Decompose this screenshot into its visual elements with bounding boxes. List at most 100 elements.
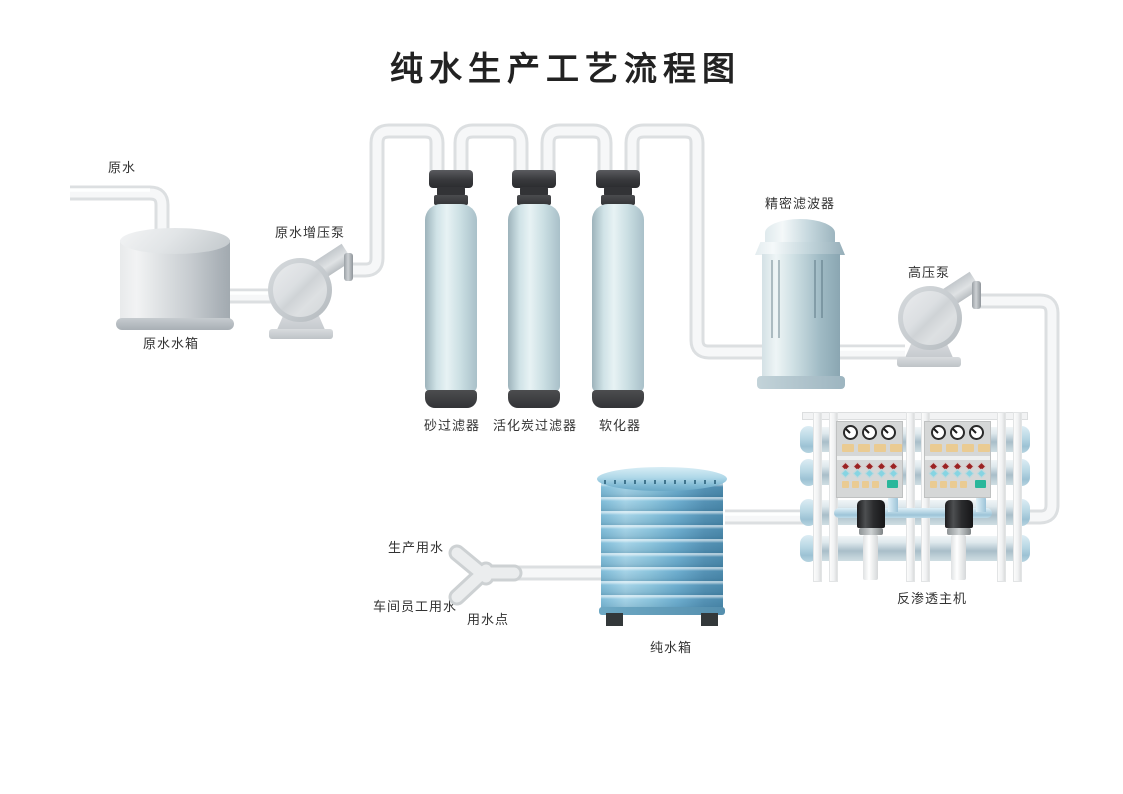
- raw-water-tank-rim: [116, 318, 234, 330]
- panel-button: [861, 480, 869, 488]
- label-softener: 软化器: [598, 419, 642, 434]
- vessel-cap: [596, 170, 640, 188]
- ro-permeate-pipe: [834, 508, 992, 518]
- pressure-gauge-icon: [843, 425, 858, 440]
- panel-button: [939, 480, 947, 488]
- ro-motor: [945, 500, 973, 528]
- ro-permeate-elbow: [888, 496, 898, 512]
- label-ro-unit: 反渗透主机: [896, 592, 968, 607]
- vessel-neck: [604, 187, 632, 196]
- label-precision-filter: 精密滤波器: [764, 197, 836, 212]
- pressure-gauge-icon: [862, 425, 877, 440]
- pressure-gauge-icon: [950, 425, 965, 440]
- ro-frame-post: [997, 412, 1006, 582]
- ro-control-panel: [924, 421, 991, 498]
- booster-pump-flange: [344, 253, 353, 281]
- label-water-use-point: 用水点: [466, 613, 510, 628]
- carbon-filter-vessel: [508, 168, 560, 408]
- vessel-cap: [512, 170, 556, 188]
- pressure-gauge-icon: [969, 425, 984, 440]
- vessel-cap: [429, 170, 473, 188]
- panel-button: [978, 444, 990, 452]
- tube-end-cap: [800, 459, 817, 486]
- panel-button: [959, 480, 967, 488]
- panel-button: [946, 444, 958, 452]
- ro-membrane-tube: [800, 535, 1030, 562]
- vessel-base: [425, 390, 477, 408]
- ro-motor-ring: [947, 528, 971, 535]
- ro-motor-pipe: [863, 535, 878, 580]
- indicator-row-red: [925, 461, 990, 472]
- ro-motor-pipe: [951, 535, 966, 580]
- raw-booster-pump: [268, 258, 332, 322]
- vessel-neck: [434, 195, 468, 205]
- label-high-pressure-pump: 高压泵: [907, 266, 951, 281]
- panel-button: [962, 444, 974, 452]
- panel-button: [842, 480, 849, 488]
- ro-unit: [800, 410, 1030, 585]
- pure-water-tank: [597, 467, 727, 626]
- softener-vessel: [592, 168, 644, 408]
- precision-filter-flange: [755, 242, 845, 255]
- pure-tank-lid: [597, 467, 727, 491]
- button-row: [925, 442, 990, 452]
- gauge-row: [837, 422, 902, 442]
- panel-button: [930, 444, 942, 452]
- label-raw-booster-pump: 原水增压泵: [274, 226, 346, 241]
- button-row-small: [837, 476, 902, 488]
- ro-control-panel: [836, 421, 903, 498]
- vessel-neck: [517, 195, 551, 205]
- raw-water-tank: [120, 240, 230, 326]
- vessel-neck: [437, 187, 465, 196]
- panel-button: [890, 444, 902, 452]
- pure-tank-foot: [701, 613, 718, 626]
- indicator-row-cyan: [925, 468, 990, 479]
- booster-pump-disc: [273, 263, 327, 317]
- ro-frame-post: [813, 412, 822, 582]
- raw-water-tank-lid: [120, 228, 230, 254]
- teal-display: [974, 480, 986, 488]
- page-title: 纯水生产工艺流程图: [390, 49, 741, 88]
- button-row: [837, 442, 902, 452]
- vessel-neck: [601, 195, 635, 205]
- tube-end-cap: [800, 426, 817, 453]
- label-sand-filter: 砂过滤器: [423, 419, 481, 434]
- pure-tank-foot: [606, 613, 623, 626]
- label-raw-water: 原水: [107, 161, 137, 176]
- tube-end-cap: [800, 499, 817, 526]
- vessel-seam: [814, 260, 816, 318]
- hp-pump-flange: [972, 281, 981, 309]
- panel-button: [858, 444, 870, 452]
- panel-button: [871, 480, 879, 488]
- vessel-base: [508, 390, 560, 408]
- indicator-row-cyan: [837, 468, 902, 479]
- label-staff-water: 车间员工用水: [372, 600, 458, 615]
- vessel-seam: [821, 260, 823, 318]
- vessel-neck: [520, 187, 548, 196]
- precision-filter-vessel: [762, 254, 840, 378]
- indicator-row-red: [837, 461, 902, 472]
- vessel-body: [508, 204, 560, 392]
- ro-permeate-elbow: [976, 496, 986, 512]
- pure-tank-rim: [599, 607, 725, 615]
- hp-pump-base: [897, 357, 961, 367]
- pure-tank-body: [601, 483, 723, 609]
- high-pressure-pump: [898, 286, 962, 350]
- panel-button: [949, 480, 957, 488]
- vessel-body: [425, 204, 477, 392]
- precision-filter-base: [757, 376, 845, 389]
- label-production-water: 生产用水: [387, 541, 445, 556]
- hp-pump-disc: [903, 291, 957, 345]
- panel-button: [842, 444, 854, 452]
- button-row-small: [925, 476, 990, 488]
- panel-button: [874, 444, 886, 452]
- ro-frame-post: [906, 412, 915, 582]
- tube-end-cap: [800, 535, 817, 562]
- sand-filter-vessel: [425, 168, 477, 408]
- y-branch-pipe: [448, 544, 523, 606]
- panel-divider: [925, 456, 990, 460]
- panel-divider: [837, 456, 902, 460]
- teal-display: [886, 480, 898, 488]
